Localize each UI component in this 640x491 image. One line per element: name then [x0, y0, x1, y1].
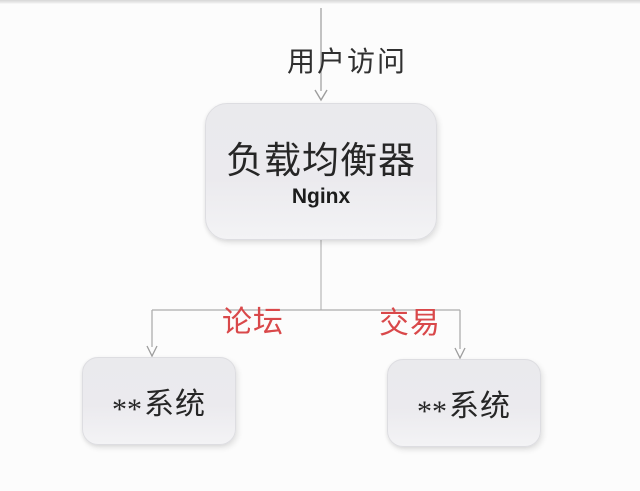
arrow-down-icon: [454, 347, 466, 360]
system-stars: **: [417, 394, 447, 428]
load-balancer-node: 负载均衡器 Nginx: [205, 103, 437, 240]
system-name: 系统: [144, 388, 206, 421]
user-access-label: 用户访问: [287, 47, 408, 78]
system-name: 系统: [449, 390, 511, 423]
branch-label-forum: 论坛: [222, 306, 284, 339]
load-balancer-subtitle: Nginx: [291, 185, 351, 209]
system-stars: **: [112, 392, 142, 426]
system-label: **系统: [417, 381, 511, 428]
branch-label-trade: 交易: [379, 307, 441, 340]
load-balancer-title: 负载均衡器: [226, 140, 416, 182]
system-node-left: **系统: [82, 357, 236, 445]
system-label: **系统: [112, 379, 206, 426]
top-edge-strip: [0, 0, 640, 4]
arrow-down-icon: [314, 89, 328, 102]
system-node-right: **系统: [387, 359, 541, 447]
arrow-down-icon: [146, 345, 158, 358]
